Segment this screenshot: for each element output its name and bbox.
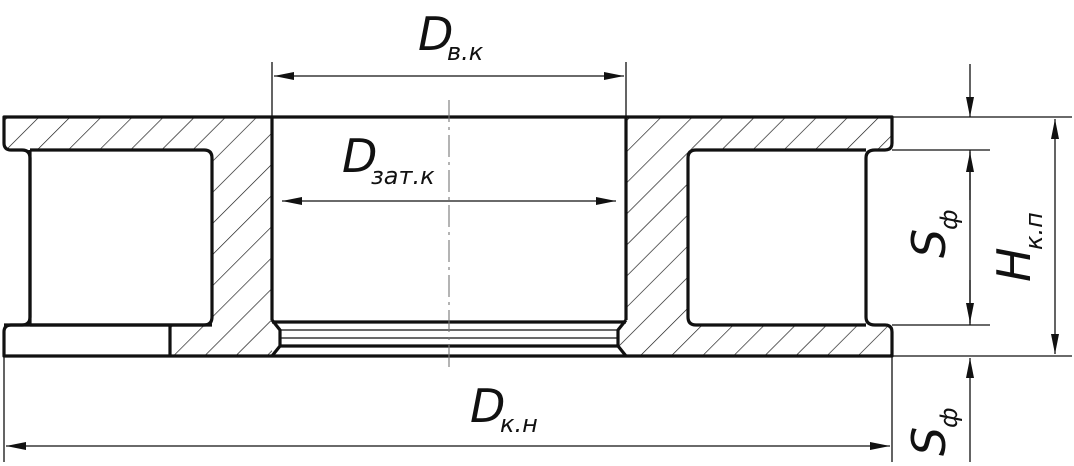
svg-text:S: S [902,229,956,258]
svg-text:D: D [418,7,453,61]
dim-label-d-thread: D зат.к [342,129,435,190]
svg-text:к.п: к.п [1020,212,1048,250]
svg-text:D: D [342,129,377,183]
svg-text:в.к: в.к [447,38,484,66]
svg-text:S: S [902,427,956,456]
dim-label-d-inner: D в.к [418,7,484,66]
svg-text:D: D [470,379,505,433]
dimension-lines [6,64,1059,462]
dim-label-d-outer: D к.н [470,379,538,438]
dim-label-s-top: S ф [902,209,963,258]
extension-lines [3,62,1072,462]
dim-label-s-bottom: S ф [902,407,963,456]
svg-text:зат.к: зат.к [371,162,435,190]
svg-text:H: H [987,247,1041,282]
svg-text:к.н: к.н [500,410,538,438]
svg-text:ф: ф [935,407,963,428]
part-outline [2,115,894,358]
svg-text:ф: ф [935,209,963,230]
hatched-sections [4,117,892,356]
dim-label-h-height: H к.п [987,212,1048,282]
